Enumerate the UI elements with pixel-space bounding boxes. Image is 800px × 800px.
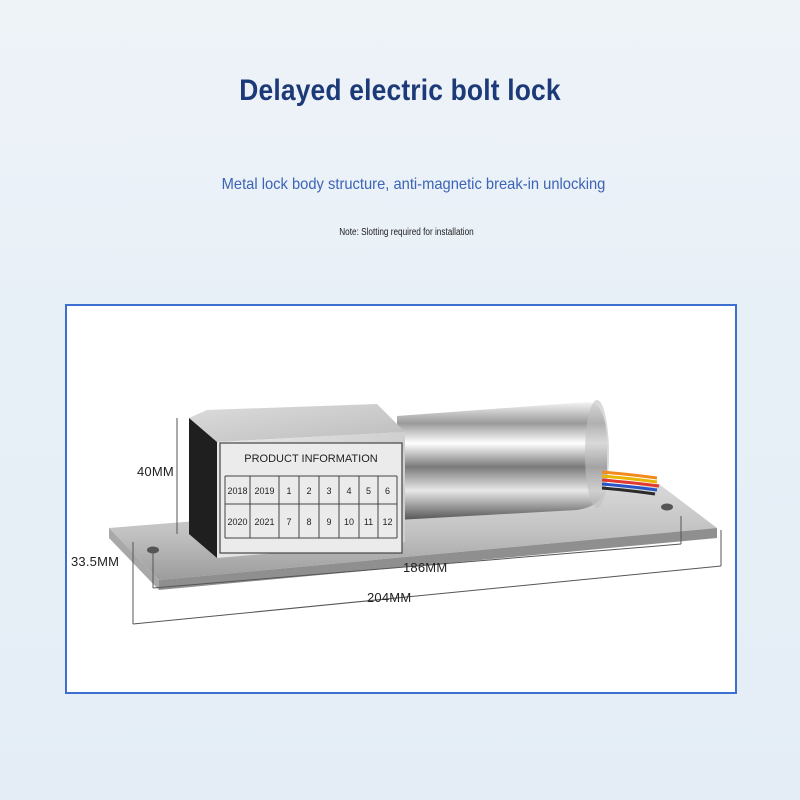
page-subtitle: Metal lock body structure, anti-magnetic… [221,176,606,193]
label-cell: 11 [364,517,373,527]
label-cell: 12 [382,517,392,527]
label-cell: 10 [344,517,354,527]
label-cell: 9 [326,517,331,527]
installation-note: Note: Slotting required for installation [339,227,474,238]
bolt-cylinder [397,400,609,520]
label-cell: 2020 [227,517,247,527]
mounting-hole-right [661,503,673,511]
label-cell: 6 [385,486,390,496]
page-title: Delayed electric bolt lock [239,74,561,107]
label-cell: 2019 [254,486,274,496]
label-row-1: 2018 2019 1 2 3 4 5 6 [227,486,390,496]
mounting-hole-left [147,546,159,554]
hole-spacing-dimension-label: 186MM [403,560,448,575]
wires [601,470,660,496]
height-dimension-label: 40MM [137,464,174,479]
label-cell: 3 [326,486,331,496]
label-cell: 5 [366,486,371,496]
label-heading: PRODUCT INFORMATION [244,453,377,465]
dimension-lines [132,418,722,625]
total-length-dimension-label: 204MM [367,590,412,605]
width-dimension-label: 33.5MM [71,554,120,569]
label-cell: 2 [306,486,311,496]
label-cell: 7 [286,517,291,527]
label-cell: 2021 [254,517,274,527]
label-cell: 4 [346,486,351,496]
label-cell: 2018 [227,486,247,496]
label-cell: 8 [306,517,311,527]
label-row-2: 2020 2021 7 8 9 10 11 12 [227,517,392,527]
label-cell: 1 [286,486,291,496]
